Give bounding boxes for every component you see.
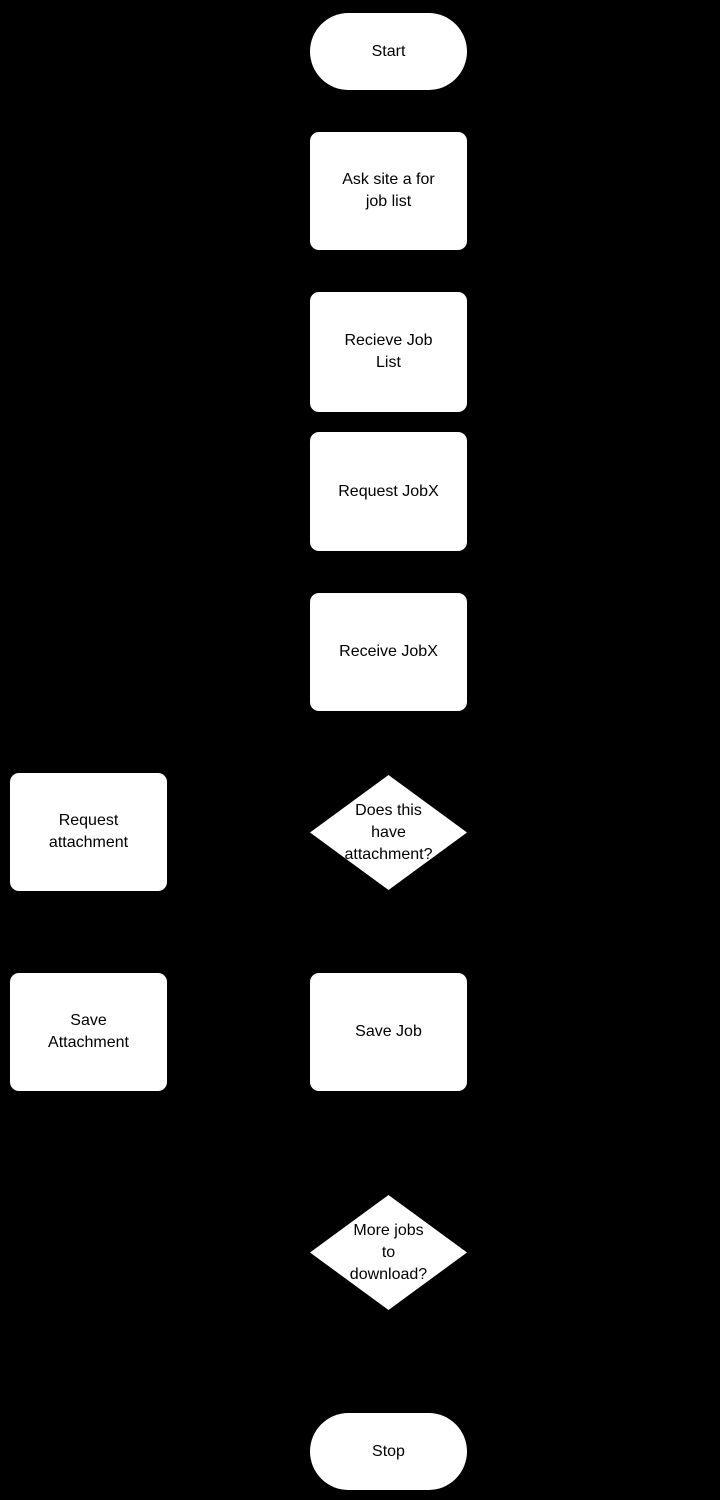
- flow-node-more-jobs[interactable]: More jobs to download?: [310, 1195, 467, 1310]
- flow-node-label: Request JobX: [338, 482, 439, 500]
- flow-node-request-attachment[interactable]: Request attachment: [10, 773, 167, 891]
- flow-node-label: Receive JobX: [339, 643, 438, 660]
- flow-node-label: More jobs to download?: [349, 1221, 428, 1283]
- flow-node-recieve-job-list[interactable]: Recieve Job List: [310, 292, 467, 412]
- flow-node-receive-jobx[interactable]: Receive JobX: [310, 593, 467, 711]
- flow-node-label: Save Attachment: [48, 1012, 129, 1051]
- flow-node-has-attachment[interactable]: Does this have attachment?: [310, 775, 467, 890]
- flow-node-label: Start: [371, 42, 406, 60]
- flow-node-stop[interactable]: Stop: [310, 1413, 467, 1490]
- flow-node-start[interactable]: Start: [310, 13, 467, 90]
- flow-node-label: Ask site a for job list: [342, 171, 435, 210]
- flow-node-label: Request attachment: [48, 812, 129, 851]
- flow-node-save-job[interactable]: Save Job: [310, 973, 467, 1091]
- flow-node-ask-site-a[interactable]: Ask site a for job list: [310, 132, 467, 250]
- flow-node-label: Recieve Job List: [344, 332, 433, 371]
- flow-node-label: Save Job: [355, 1023, 422, 1040]
- flow-node-request-jobx[interactable]: Request JobX: [310, 432, 467, 551]
- flow-node-save-attachment[interactable]: Save Attachment: [10, 973, 167, 1091]
- flow-node-label: Does this have attachment?: [344, 801, 433, 863]
- flow-node-label: Stop: [372, 1442, 405, 1460]
